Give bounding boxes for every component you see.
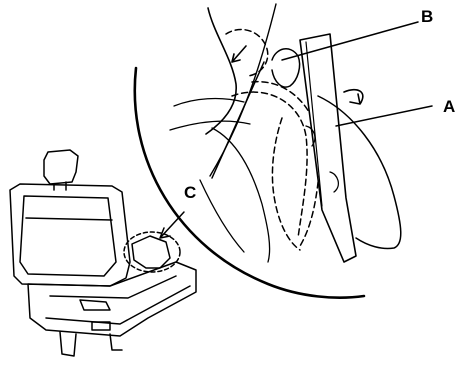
detail-hidden-belt-4 <box>272 118 300 250</box>
seat-headrest <box>44 150 78 184</box>
label-c: C <box>184 183 196 202</box>
loop-b <box>272 49 300 87</box>
detail-cross-line <box>210 4 276 176</box>
seat-buckle <box>132 236 170 268</box>
detail-hidden-belt-1 <box>232 92 307 238</box>
seat-cupholder <box>80 300 110 310</box>
detail-seat-curve <box>212 128 270 262</box>
seat-cushion-edge <box>46 286 190 324</box>
focus-arrow-icon <box>160 212 184 238</box>
seat-overview <box>10 150 196 356</box>
seat-cushion-top <box>50 276 176 298</box>
label-b: B <box>421 7 433 26</box>
detail-view <box>135 4 401 298</box>
seat-cushion <box>28 262 196 336</box>
label-a: A <box>443 97 455 116</box>
detail-seatback-edge <box>206 8 236 134</box>
detail-seat-lower <box>200 180 244 252</box>
leader-c <box>212 62 264 178</box>
seat-back-panel <box>20 196 116 276</box>
removal-arrow-icon <box>344 90 363 104</box>
leader-a <box>336 106 432 126</box>
push-arrow-icon <box>232 46 246 62</box>
seat-back-line <box>26 218 112 220</box>
